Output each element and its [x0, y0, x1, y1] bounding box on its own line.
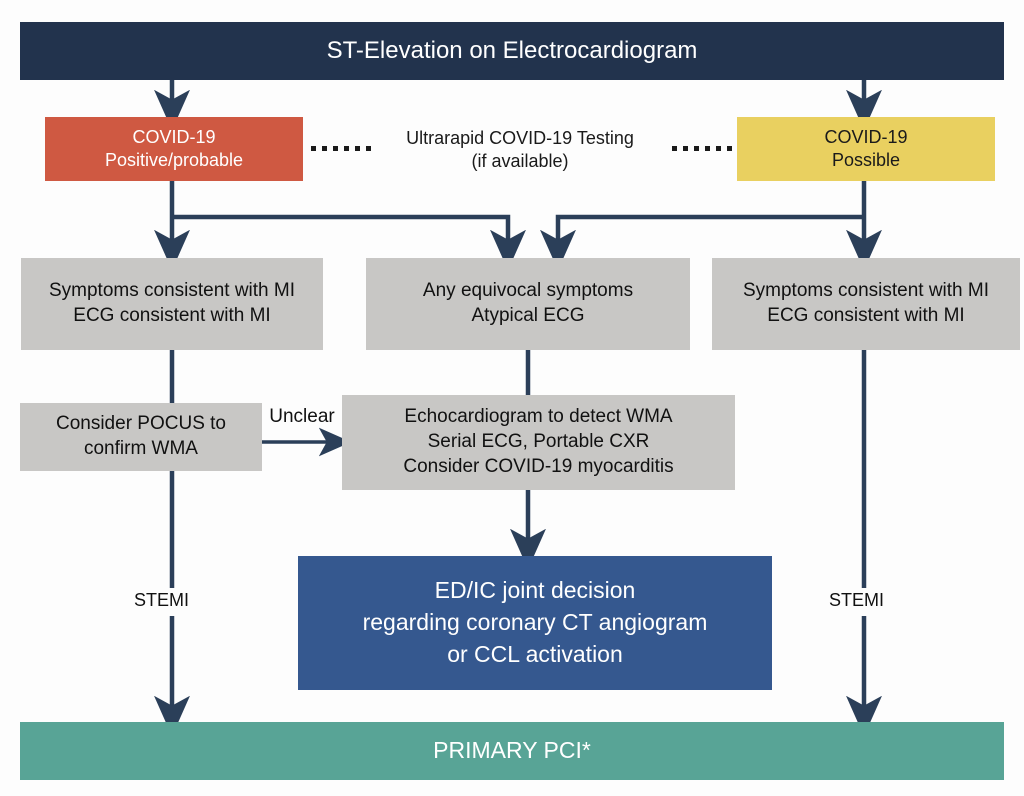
- label-ultrarapid-covid-testing: Ultrarapid COVID-19 Testing (if availabl…: [406, 128, 634, 172]
- node-ed-ic-joint-decision: ED/IC joint decision regarding coronary …: [298, 556, 772, 690]
- node-equivocal-symptoms-atypical-ecg: Any equivocal symptoms Atypical ECG: [366, 258, 690, 350]
- dotted-connector-left: [311, 146, 374, 151]
- node-consider-pocus-confirm-wma: Consider POCUS to confirm WMA: [20, 403, 262, 471]
- node-covid-possible: COVID-19 Possible: [737, 117, 995, 181]
- edge-covid-positive-to-symptoms-middle: [172, 214, 526, 271]
- node-covid-positive-probable: COVID-19 Positive/probable: [45, 117, 303, 181]
- node-symptoms-consistent-mi-right: Symptoms consistent with MI ECG consiste…: [712, 258, 1020, 350]
- node-echocardiogram-workup: Echocardiogram to detect WMA Serial ECG,…: [342, 395, 735, 490]
- edge-label-unclear: Unclear: [269, 405, 335, 427]
- edge-covid-possible-to-symptoms-middle: [540, 214, 864, 271]
- header-st-elevation-node: ST-Elevation on Electrocardiogram: [20, 22, 1004, 80]
- node-primary-pci: PRIMARY PCI*: [20, 722, 1004, 780]
- edge-label-stemi-right: STEMI: [825, 590, 889, 611]
- edge-label-stemi-left: STEMI: [130, 590, 194, 611]
- node-symptoms-consistent-mi-left: Symptoms consistent with MI ECG consiste…: [21, 258, 323, 350]
- dotted-connector-right: [672, 146, 735, 151]
